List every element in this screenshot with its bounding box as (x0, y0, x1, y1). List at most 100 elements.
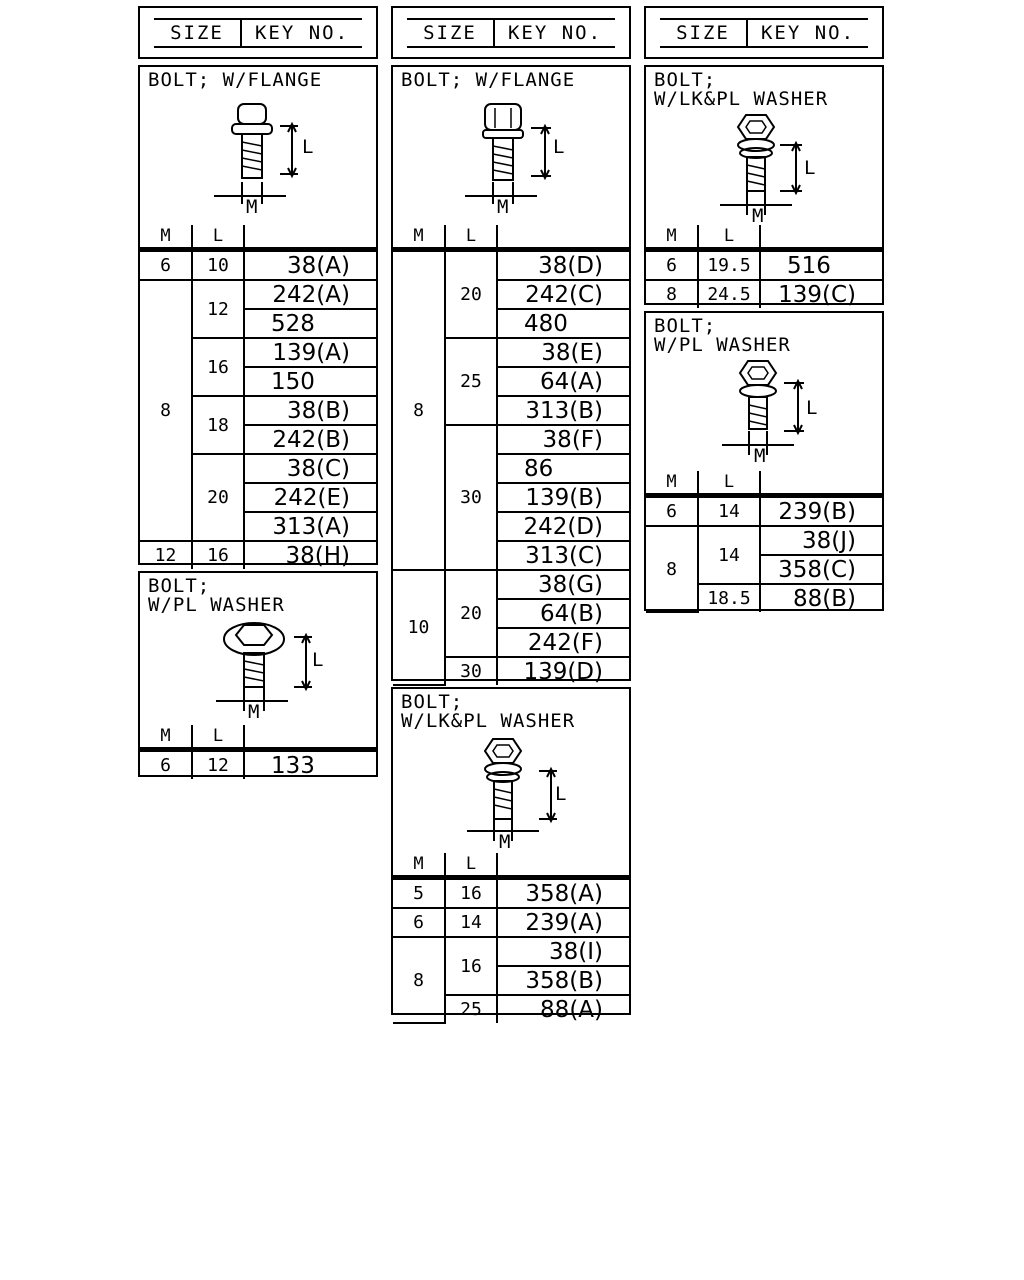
key-no: 38(G) (497, 570, 629, 600)
key-no: 313(C) (497, 541, 629, 571)
lk-pl-washer-bolt-icon (720, 114, 802, 215)
bolt-pl-washer-figure: L M (646, 355, 882, 471)
col-m: M (393, 225, 446, 252)
l-value: 20 (445, 249, 498, 339)
key-no: 38(E) (497, 338, 629, 368)
l-value: 16 (192, 338, 245, 397)
size-label: SIZE (407, 19, 495, 46)
key-no: 38(F) (497, 425, 629, 455)
l-dimension: L (806, 397, 818, 419)
l-value: 19.5 (698, 249, 761, 281)
bolt-lk-pl-washer-figure: L M (646, 109, 882, 226)
key-no: 242(A) (244, 280, 376, 310)
m-value: 12 (140, 541, 193, 569)
col-l: L (192, 225, 245, 252)
key-no: 528 (244, 309, 376, 339)
m-value: 8 (646, 280, 699, 308)
key-no: 313(A) (244, 512, 376, 542)
l-value: 16 (192, 541, 245, 569)
key-no: 38(J) (760, 526, 882, 556)
l-value: 25 (445, 338, 498, 426)
l-value: 16 (445, 937, 498, 996)
bolt-pl-washer-figure: L M (140, 615, 376, 725)
section-title: BOLT; W/LK&PL WASHER (654, 69, 829, 110)
m-dimension: M (246, 196, 258, 218)
l-dimension: L (553, 136, 565, 158)
col-l: L (445, 853, 498, 880)
bolt-flange-figure: L M (393, 90, 629, 225)
flange-bolt-icon (465, 103, 551, 204)
key-no: 358(A) (497, 877, 629, 909)
col-m: M (393, 853, 446, 880)
l-value: 20 (445, 570, 498, 658)
key-no: 88(A) (540, 996, 603, 1023)
m-value: 8 (393, 249, 446, 571)
bolt-lk-pl-washer-figure: L M (393, 731, 629, 853)
m-dimension: M (497, 196, 509, 218)
size-label: SIZE (154, 19, 242, 46)
key-no: 38(D) (497, 249, 629, 281)
section-title: BOLT; W/LK&PL WASHER (401, 691, 576, 732)
key-no: 242(E) (244, 483, 376, 513)
m-value: 8 (393, 937, 446, 1024)
m-value: 8 (140, 280, 193, 542)
pl-washer-bolt-icon (722, 360, 804, 455)
l-value: 25 (445, 995, 498, 1023)
l-value: 10 (192, 249, 245, 281)
section-title: BOLT; W/PL WASHER (148, 575, 285, 616)
key-no: 139(C) (778, 281, 856, 308)
key-no: 139(A) (244, 338, 376, 368)
key-no: 38(I) (497, 937, 629, 967)
section-title: BOLT; W/PL WASHER (654, 315, 791, 356)
size-label: SIZE (660, 19, 748, 46)
key-no-label: KEY NO. (760, 21, 856, 44)
key-no: 516 (760, 249, 882, 281)
key-no: 38(B) (244, 396, 376, 426)
col-l: L (698, 225, 761, 252)
key-no: 64(B) (497, 599, 629, 629)
key-no: 86 (497, 454, 629, 484)
key-no: 150 (244, 367, 376, 397)
key-no: 88(B) (793, 585, 856, 612)
m-dimension: M (248, 701, 260, 723)
l-value: 18 (192, 396, 245, 455)
m-value: 10 (393, 570, 446, 686)
key-no: 358(B) (497, 966, 629, 996)
key-no: 139(D) (523, 658, 603, 685)
col-l: L (445, 225, 498, 252)
section-title: BOLT; W/FLANGE (148, 69, 323, 91)
l-value: 14 (445, 908, 498, 938)
l-value: 18.5 (698, 584, 761, 612)
key-no: 139(B) (497, 483, 629, 513)
key-no: 242(F) (497, 628, 629, 658)
key-no: 313(B) (497, 396, 629, 426)
col-m: M (646, 471, 699, 498)
l-value: 14 (698, 526, 761, 585)
l-dimension: L (555, 783, 567, 805)
key-no: 38(C) (244, 454, 376, 484)
m-value: 5 (393, 877, 446, 909)
m-value: 6 (393, 908, 446, 938)
key-no: 133 (271, 752, 315, 779)
key-no: 242(D) (497, 512, 629, 542)
bolt-flange-figure: L M (140, 90, 376, 225)
col-l: L (698, 471, 761, 498)
key-no-label: KEY NO. (507, 21, 603, 44)
l-value: 16 (445, 877, 498, 909)
col-m: M (646, 225, 699, 252)
col-l: L (192, 725, 245, 752)
l-value: 20 (192, 454, 245, 542)
m-value: 6 (646, 495, 699, 527)
key-no: 358(C) (760, 555, 882, 585)
